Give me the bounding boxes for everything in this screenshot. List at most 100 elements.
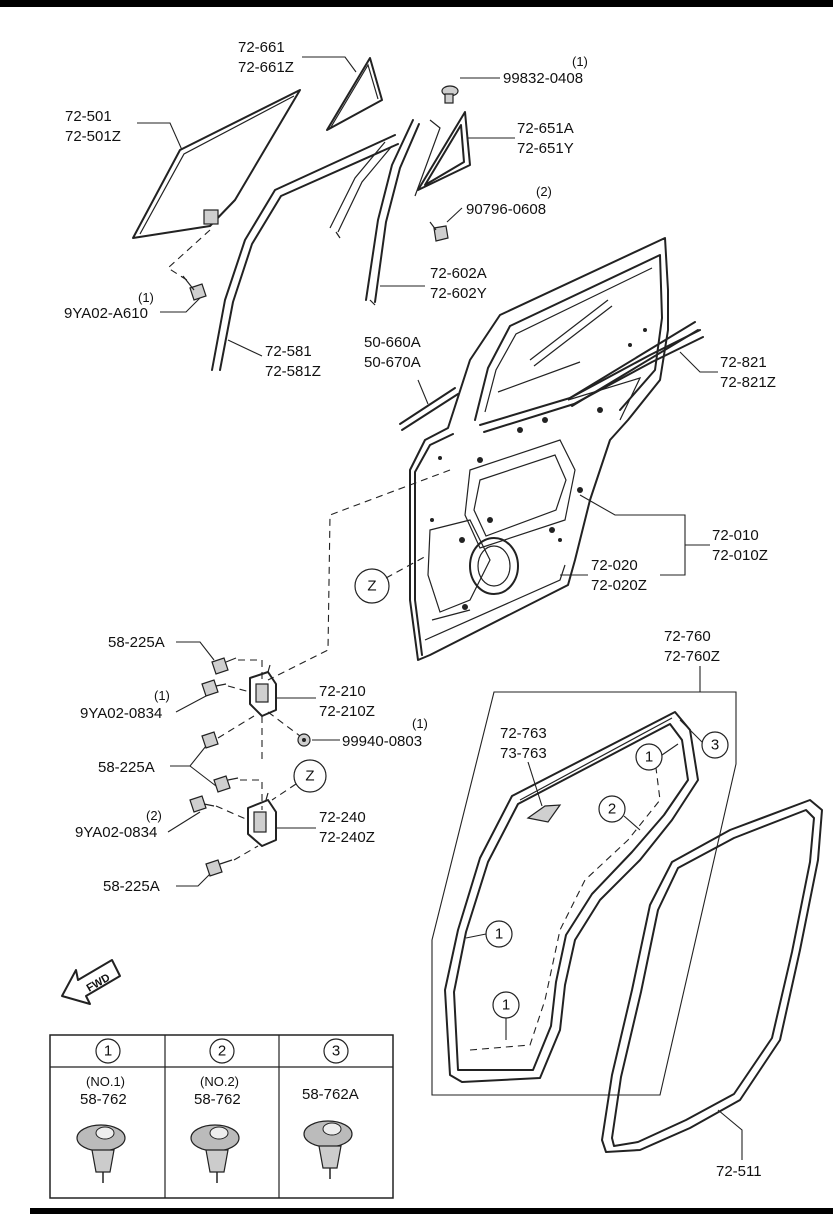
- label-bolt-0834-a: 9YA02-0834: [80, 705, 162, 722]
- leader-opening-seal: [717, 1109, 743, 1160]
- label-door-shell-2: 72-010Z: [712, 547, 768, 564]
- label-division-bar-2: 72-602Y: [430, 285, 487, 302]
- label-upper-hinge-2: 72-210Z: [319, 703, 375, 720]
- clip-58-762-no2-icon: [190, 1124, 240, 1183]
- clip-58-762-no1-icon: [76, 1124, 126, 1183]
- z-marker-hinge: [293, 759, 327, 793]
- bolt-9ya02-0834-b-icon: [189, 795, 215, 813]
- leader-bolt-top: [176, 641, 215, 661]
- qty-screw-90796: (2): [536, 184, 552, 199]
- clip-marker-2: 2: [598, 795, 626, 823]
- bolt-9ya02-0834-a-icon: [201, 679, 227, 697]
- label-bolt-mid: 58-225A: [98, 759, 155, 776]
- bolt-58225a-mid-b-icon: [213, 775, 239, 793]
- label-inner-weatherstrip-2: 72-821Z: [720, 374, 776, 391]
- lower-hinge-part: [247, 792, 277, 847]
- z-marker-hinge-text: Z: [305, 768, 314, 785]
- svg-text:2: 2: [608, 801, 616, 818]
- label-door-glass-2: 72-501Z: [65, 128, 121, 145]
- door-shell-part: [409, 237, 704, 661]
- label-outer-weatherstrip-2: 50-670A: [364, 354, 421, 371]
- bolt-58225a-bottom-icon: [205, 859, 233, 877]
- legend-part-3: 58-762A: [302, 1086, 359, 1103]
- screw-99832-icon: [441, 85, 459, 104]
- leader-clip-1-mid: [465, 933, 487, 939]
- qty-bolt-a610: (1): [138, 290, 154, 305]
- svg-text:3: 3: [711, 737, 719, 754]
- label-opening-seal: 72-511: [716, 1163, 762, 1180]
- svg-text:1: 1: [495, 926, 503, 943]
- upper-hinge-part: [249, 664, 277, 717]
- label-lower-hinge-1: 72-240: [319, 809, 366, 826]
- legend-table: 1 2 3 (NO.1) 58-762 (NO.2) 58-762 58-762…: [49, 1034, 394, 1199]
- label-door-panel-1: 72-020: [591, 557, 638, 574]
- label-bolt-bottom: 58-225A: [103, 878, 160, 895]
- label-inner-weatherstrip-1: 72-821: [720, 354, 767, 371]
- outer-weatherstrip-part: [399, 387, 459, 431]
- legend-header-1-text: 1: [104, 1043, 112, 1060]
- dash-bolt-mid-b: [240, 779, 263, 810]
- dash-door-hinge: [267, 469, 451, 681]
- legend-header-3: [323, 1038, 349, 1064]
- dash-z-door: [385, 554, 429, 579]
- leader-outer-weatherstrip: [417, 379, 429, 405]
- glass-run-part: [211, 134, 399, 371]
- leader-clip-3: [679, 719, 703, 743]
- bolt-58225a-top-icon: [211, 657, 237, 675]
- label-quarter-glass-2: 72-661Z: [238, 59, 294, 76]
- fwd-arrow-icon: FWD: [61, 959, 121, 1005]
- label-quarter-frame-1: 72-651A: [517, 120, 574, 137]
- dash-bolt-0834-b: [215, 805, 249, 821]
- clip-marker-1-top: 1: [635, 743, 663, 771]
- leader-clip-1-top: [661, 743, 679, 756]
- fwd-label: FWD: [85, 972, 113, 995]
- label-screw-90796: 90796-0608: [466, 201, 546, 218]
- door-weatherstrip-part: [444, 711, 699, 1083]
- opening-seal-part: [601, 799, 823, 1153]
- legend-header-3-text: 3: [332, 1043, 340, 1060]
- clip-marker-1-mid: 1: [485, 920, 513, 948]
- dash-bolt-mid-a: [217, 715, 255, 739]
- z-marker-door-text: Z: [367, 578, 376, 595]
- label-door-glass-1: 72-501: [65, 108, 112, 125]
- clip-marker-1-low: 1: [492, 991, 520, 1019]
- label-division-bar-1: 72-602A: [430, 265, 487, 282]
- bolt-58225a-mid-a-icon: [201, 731, 219, 749]
- leader-glass-run: [227, 339, 263, 357]
- leader-bolt-mid-b: [189, 765, 217, 787]
- qty-nut-99940: (1): [412, 716, 428, 731]
- dash-glass-bolt: [167, 229, 211, 283]
- top-border: [0, 0, 833, 7]
- weatherstrip-group-frame: [431, 691, 737, 1096]
- label-weatherstrip-group-1: 72-760: [664, 628, 711, 645]
- label-glass-run-2: 72-581Z: [265, 363, 321, 380]
- legend-note-2: (NO.2): [200, 1074, 239, 1089]
- leader-screw-90796: [446, 207, 463, 223]
- legend-note-1: (NO.1): [86, 1074, 125, 1089]
- label-weatherstrip-group-2: 72-760Z: [664, 648, 720, 665]
- legend-part-1: 58-762: [80, 1091, 127, 1108]
- label-quarter-glass-1: 72-661: [238, 39, 285, 56]
- leader-bolt-bottom: [176, 873, 211, 887]
- bottom-border: [30, 1208, 833, 1214]
- division-bar-part: [365, 119, 420, 306]
- dash-bolt-bottom: [233, 845, 259, 861]
- door-glass-part: [132, 89, 301, 239]
- qty-screw-99832: (1): [572, 54, 588, 69]
- label-door-shell-1: 72-010: [712, 527, 759, 544]
- nut-99940-icon: [297, 733, 311, 747]
- screw-90796-icon: [429, 221, 449, 242]
- leader-clip-2: [623, 815, 641, 831]
- label-bolt-top: 58-225A: [108, 634, 165, 651]
- svg-text:1: 1: [502, 997, 510, 1014]
- dash-bolt-0834-a: [227, 685, 251, 693]
- label-outer-weatherstrip-1: 50-660A: [364, 334, 421, 351]
- svg-text:1: 1: [645, 749, 653, 766]
- leader-door-shell: [579, 494, 686, 576]
- inner-weatherstrip-part: [569, 321, 699, 407]
- qty-bolt-0834-a: (1): [154, 688, 170, 703]
- quarter-frame-part: [414, 111, 471, 197]
- legend-part-2: 58-762: [194, 1091, 241, 1108]
- label-bolt-a610: 9YA02-A610: [64, 305, 148, 322]
